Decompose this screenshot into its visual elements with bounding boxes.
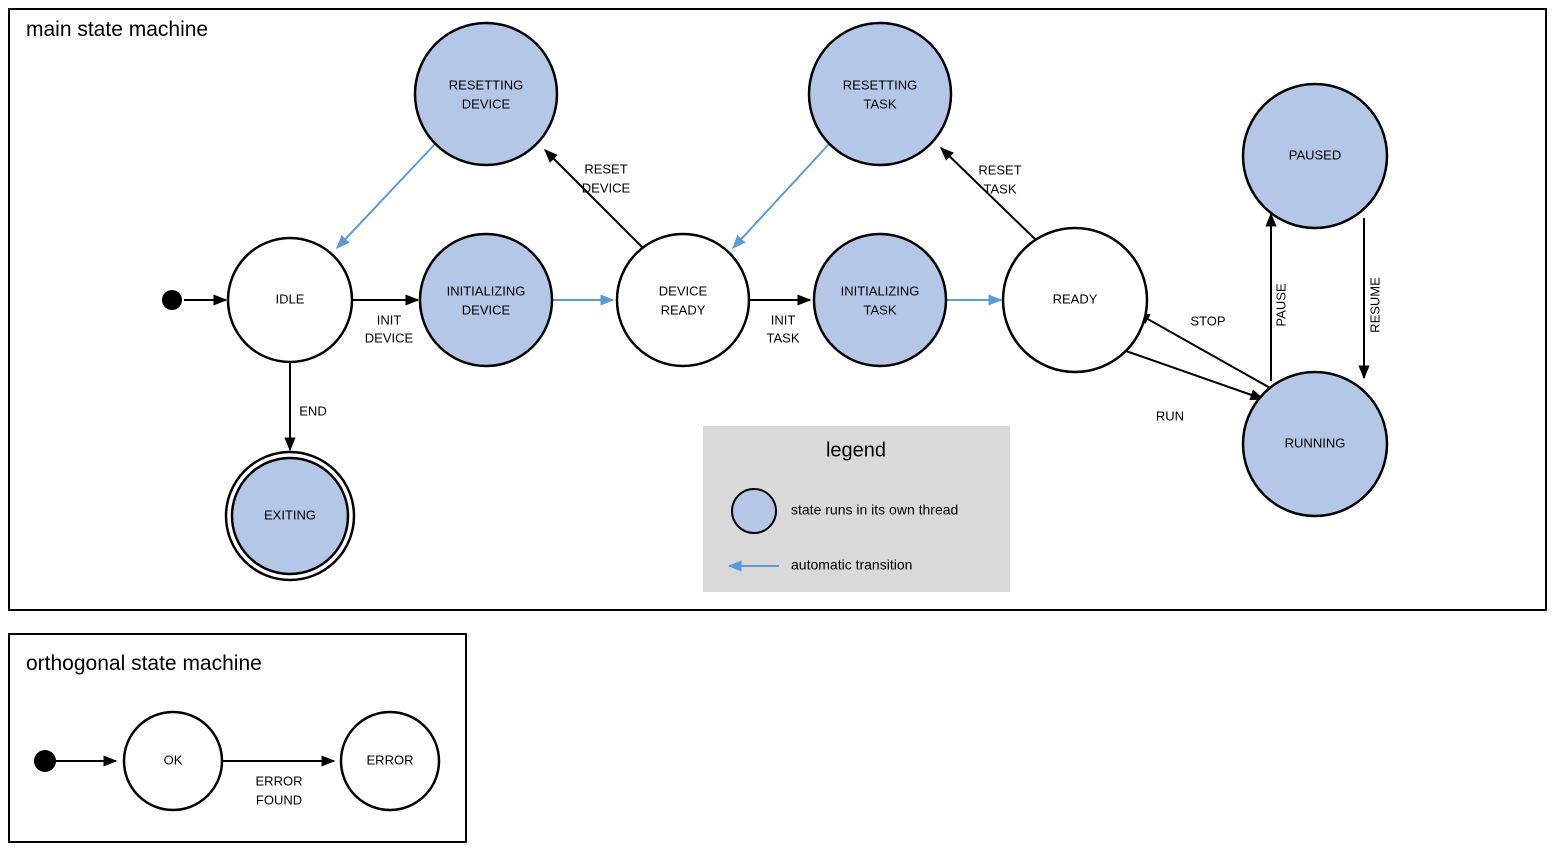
- initial-state-marker: [162, 290, 182, 310]
- orthogonal-states: OK ERROR: [34, 710, 441, 812]
- state-ready[interactable]: READY: [1001, 226, 1149, 374]
- transition-resetting-task-to-device-ready: [732, 143, 830, 250]
- transition-ready-to-resetting-task: [939, 147, 1037, 241]
- state-device-ready-label-line1: DEVICE: [659, 283, 708, 298]
- legend: legend state runs in its own thread auto…: [703, 426, 1010, 592]
- legend-item-threaded-state: state runs in its own thread: [731, 488, 958, 534]
- state-paused-label: PAUSED: [1289, 147, 1342, 162]
- main-frame-border: [8, 8, 1547, 611]
- orthogonal-transitions: ERROR FOUND: [56, 755, 336, 807]
- transition-label-run: RUN: [1156, 408, 1184, 423]
- state-paused-circle[interactable]: [1241, 82, 1389, 230]
- state-exiting-circle[interactable]: [230, 456, 350, 576]
- state-ready-label: READY: [1053, 291, 1098, 306]
- state-initializing-device-circle[interactable]: [418, 232, 554, 368]
- state-resetting-device-label-line2: DEVICE: [462, 96, 511, 111]
- state-resetting-device-label-line1: RESETTING: [449, 77, 523, 92]
- transition-ready-to-running: [1125, 350, 1265, 401]
- legend-item-auto-transition-label: automatic transition: [791, 557, 912, 573]
- main-state-machine-frame: main state machine: [8, 8, 1547, 611]
- state-error-label: ERROR: [367, 752, 414, 767]
- state-initializing-task[interactable]: INITIALIZING TASK: [812, 232, 948, 368]
- state-initializing-task-circle[interactable]: [812, 232, 948, 368]
- state-resetting-device-circle[interactable]: [413, 21, 559, 167]
- main-frame-title: main state machine: [26, 18, 208, 41]
- transition-label-reset-task-line2: TASK: [984, 181, 1017, 196]
- transition-label-reset-device-line1: RESET: [584, 161, 627, 176]
- state-ok-circle[interactable]: [122, 710, 224, 812]
- legend-title: legend: [826, 439, 886, 461]
- state-error-circle[interactable]: [339, 710, 441, 812]
- state-resetting-task-circle[interactable]: [807, 21, 953, 167]
- state-exiting-outer-ring: [224, 450, 356, 582]
- transition-label-init-task-line2: TASK: [767, 330, 800, 345]
- orthogonal-state-machine-frame: orthogonal state machine ERROR FOUND OK …: [8, 633, 467, 843]
- orthogonal-frame-title: orthogonal state machine: [26, 652, 262, 675]
- state-ready-circle[interactable]: [1001, 226, 1149, 374]
- legend-item-auto-transition: automatic transition: [727, 557, 912, 573]
- transition-label-error-found-line1: ERROR: [256, 773, 303, 788]
- orthogonal-initial-state-marker: [34, 750, 56, 772]
- transition-label-pause: PAUSE: [1273, 283, 1288, 326]
- transition-label-reset-task-line1: RESET: [978, 162, 1021, 177]
- state-running[interactable]: RUNNING: [1241, 370, 1389, 518]
- transition-label-init-task-line1: INIT: [771, 312, 796, 327]
- state-resetting-task-label-line1: RESETTING: [843, 77, 917, 92]
- transition-running-to-ready: [1135, 312, 1273, 390]
- state-ok[interactable]: OK: [122, 710, 224, 812]
- legend-item-threaded-state-label: state runs in its own thread: [791, 502, 958, 518]
- state-paused[interactable]: PAUSED: [1241, 82, 1389, 230]
- main-states: IDLE RESETTING DEVICE INITIALIZING DEVIC…: [162, 21, 1389, 582]
- state-device-ready-circle[interactable]: [615, 232, 751, 368]
- state-initializing-task-label-line1: INITIALIZING: [841, 283, 920, 298]
- state-running-label: RUNNING: [1285, 435, 1346, 450]
- state-error[interactable]: ERROR: [339, 710, 441, 812]
- transition-label-error-found-line2: FOUND: [256, 792, 302, 807]
- transition-label-resume: RESUME: [1367, 277, 1382, 333]
- state-resetting-task[interactable]: RESETTING TASK: [807, 21, 953, 167]
- state-idle-label: IDLE: [276, 291, 305, 306]
- state-exiting-label: EXITING: [264, 507, 316, 522]
- state-ok-label: OK: [164, 752, 183, 767]
- transition-device-ready-to-resetting-device: [544, 149, 643, 248]
- state-initializing-device[interactable]: INITIALIZING DEVICE: [418, 232, 554, 368]
- threaded-state-swatch-icon: [731, 488, 777, 534]
- state-running-circle[interactable]: [1241, 370, 1389, 518]
- state-initializing-device-label-line2: DEVICE: [462, 302, 511, 317]
- state-device-ready[interactable]: DEVICE READY: [615, 232, 751, 368]
- state-exiting[interactable]: EXITING: [224, 450, 356, 582]
- state-idle[interactable]: IDLE: [226, 236, 354, 364]
- state-initializing-device-label-line1: INITIALIZING: [447, 283, 526, 298]
- transition-label-reset-device-line2: DEVICE: [582, 180, 631, 195]
- transition-label-stop: STOP: [1190, 313, 1225, 328]
- transition-label-init-device-line2: DEVICE: [365, 330, 414, 345]
- transition-resetting-device-to-idle: [336, 143, 436, 250]
- state-device-ready-label-line2: READY: [661, 302, 706, 317]
- state-idle-circle[interactable]: [226, 236, 354, 364]
- transition-label-end: END: [299, 403, 326, 418]
- state-resetting-task-label-line2: TASK: [864, 96, 897, 111]
- transition-label-init-device-line1: INIT: [377, 312, 402, 327]
- state-initializing-task-label-line2: TASK: [864, 302, 897, 317]
- orthogonal-frame-border: [8, 633, 467, 843]
- main-transitions: INIT DEVICE END RESET DEVICE INIT TASK R…: [184, 143, 1382, 452]
- state-resetting-device[interactable]: RESETTING DEVICE: [413, 21, 559, 167]
